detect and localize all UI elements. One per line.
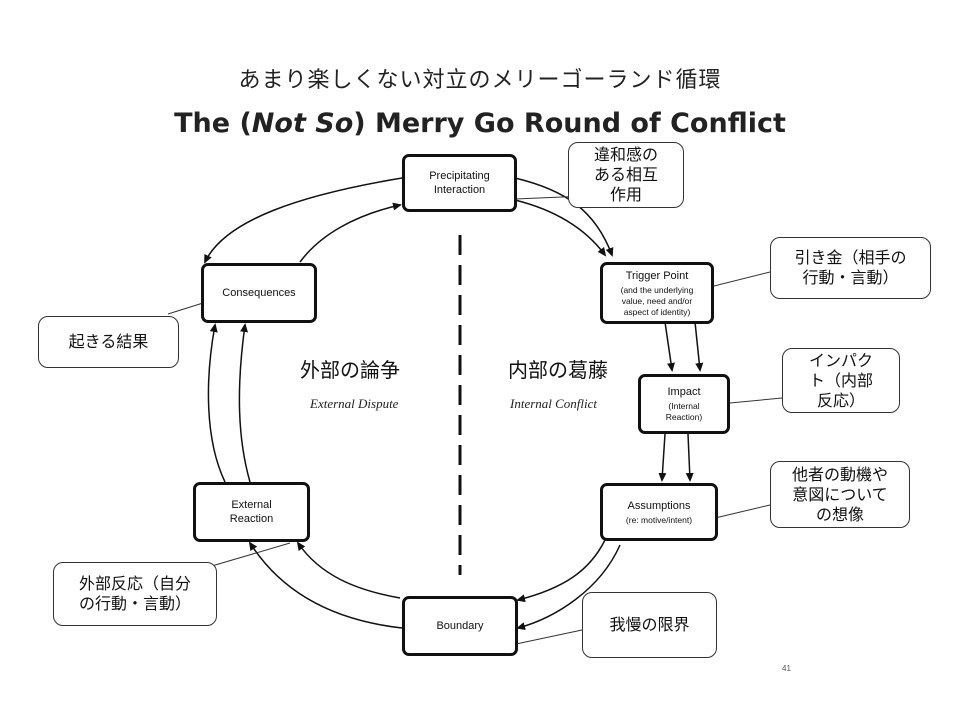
node-subtitle: (and the underlying value, need and/or a…	[620, 284, 694, 317]
node-assumptions: Assumptions (re: motive/intent)	[600, 483, 718, 541]
node-precipitating-interaction: Precipitating Interaction	[402, 154, 517, 212]
node-trigger-point: Trigger Point (and the underlying value,…	[600, 262, 714, 324]
outer-ring-arc	[685, 433, 694, 482]
inner-ring-arc	[664, 321, 675, 372]
page-number: 41	[782, 664, 791, 673]
node-title: Trigger Point	[625, 269, 689, 282]
leader-line-external	[204, 542, 291, 569]
label-external-dispute-en: External Dispute	[310, 396, 399, 411]
leader-line-impact	[729, 397, 783, 404]
title-english-italic: Not So	[251, 108, 354, 139]
node-title: External Reaction	[229, 499, 274, 525]
callout-assumptions: 他者の動機や 意図について の想像	[770, 461, 910, 528]
inner-ring-arc	[238, 323, 251, 483]
outer-ring-arc	[694, 321, 704, 372]
title-japanese: あまり楽しくない対立のメリーゴーランド循環	[238, 68, 722, 93]
callout-trigger: 引き金（相手の 行動・言動）	[770, 237, 931, 299]
outer-ring-arc	[204, 177, 403, 264]
node-title: Consequences	[222, 287, 296, 299]
node-title: Impact	[667, 386, 701, 398]
leader-line-assumptions	[714, 504, 771, 519]
outer-ring-arc	[516, 544, 621, 631]
node-consequences: Consequences	[201, 263, 317, 323]
leader-line-consequences	[167, 302, 204, 315]
outer-ring-arc	[248, 541, 403, 629]
callout-impact: インパク ト（内部 反応）	[782, 348, 900, 413]
callout-consequences: 起きる結果	[38, 316, 179, 368]
node-title: Precipitating Interaction	[429, 170, 490, 196]
node-title: Boundary	[436, 620, 484, 632]
inner-ring-arc	[299, 202, 402, 263]
label-internal-conflict-jp: 内部の葛藤	[508, 358, 608, 382]
leader-line-boundary	[515, 629, 583, 645]
title-english-pre: The (	[174, 108, 252, 139]
callout-boundary: 我慢の限界	[582, 592, 717, 658]
inner-ring-arc	[296, 541, 401, 599]
inner-ring-arc	[514, 199, 607, 257]
node-subtitle: (Internal Reaction)	[665, 401, 703, 422]
node-boundary: Boundary	[402, 596, 518, 656]
inner-ring-arc	[658, 433, 667, 482]
label-internal-conflict-en: Internal Conflict	[510, 396, 598, 411]
callout-external: 外部反応（自分 の行動・言動）	[53, 562, 217, 626]
outer-ring-arc	[207, 323, 226, 483]
label-external-dispute-jp: 外部の論争	[300, 358, 400, 382]
title-english: The (Not So) Merry Go Round of Conflict	[0, 108, 960, 139]
node-external-reaction: External Reaction	[193, 482, 310, 542]
title-english-post: ) Merry Go Round of Conflict	[353, 108, 786, 139]
node-subtitle: (re: motive/intent)	[625, 514, 693, 525]
node-impact: Impact (Internal Reaction)	[638, 374, 730, 434]
node-title: Assumptions	[627, 499, 691, 512]
inner-ring-arc	[516, 539, 606, 603]
callout-precipitating: 違和感の ある相互 作用	[568, 142, 684, 208]
